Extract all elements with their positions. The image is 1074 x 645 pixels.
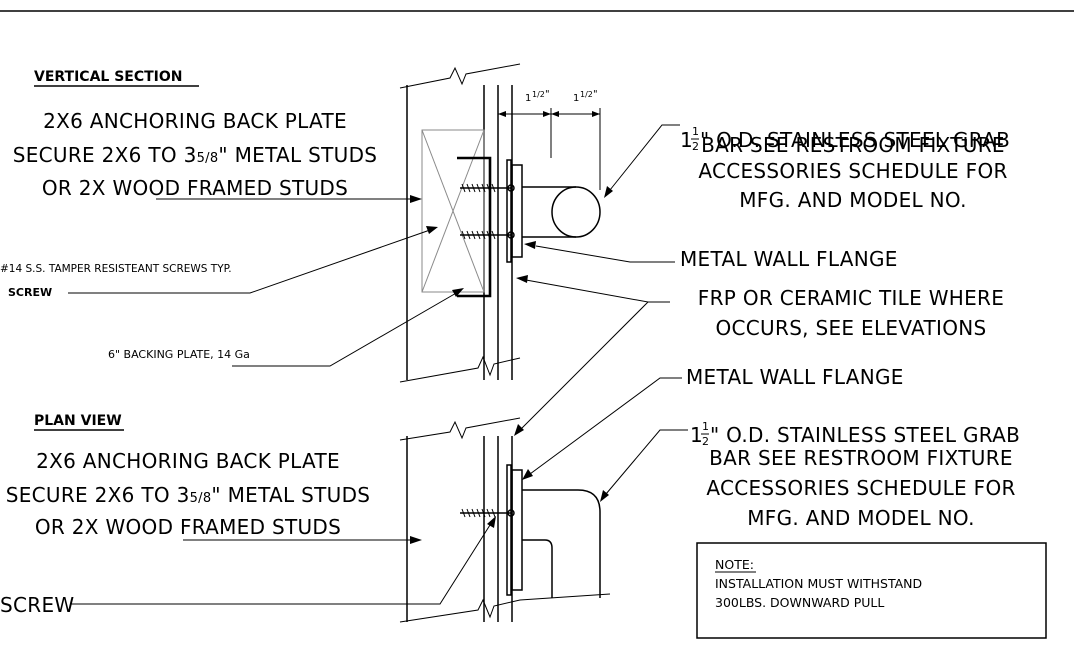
- note-title: NOTE:: [715, 557, 754, 572]
- dim-2-whole: 1: [573, 93, 579, 104]
- dim-1-frac: 1/2: [532, 90, 545, 99]
- pv-flange-label: METAL WALL FLANGE: [686, 365, 904, 389]
- pv-grab-bar-leader: [605, 429, 688, 495]
- plan-screw: [460, 508, 515, 518]
- vertical-grab-bar: [522, 186, 601, 238]
- vertical-screws: [460, 183, 515, 240]
- vertical-dimensions: 1 1/2 " 1 1/2 ": [497, 89, 601, 190]
- pv-grab-bar-text-4: MFG. AND MODEL NO.: [747, 506, 975, 530]
- vs-backplate-line2: SECURE 2X6 TO 35/8" METAL STUDS: [13, 143, 378, 167]
- pv-grab-bar-text-3: ACCESSORIES SCHEDULE FOR: [706, 476, 1015, 500]
- vs-flange-leader: [535, 245, 675, 263]
- vs-frp-leader-top: [525, 279, 670, 303]
- vs-grab-bar-leader: [609, 124, 680, 191]
- vs-flange-label: METAL WALL FLANGE: [680, 247, 898, 271]
- vs-screws-note: #14 S.S. TAMPER RESISTEANT SCREWS TYP.: [0, 263, 232, 275]
- vertical-backing-plate: [457, 156, 492, 298]
- pv-backplate-line1: 2X6 ANCHORING BACK PLATE: [36, 449, 340, 473]
- vertical-wall-flange: [511, 164, 523, 258]
- pv-screw-label: SCREW: [0, 593, 74, 617]
- note-box: NOTE: INSTALLATION MUST WITHSTAND 300LBS…: [696, 542, 1047, 639]
- pv-grab-bar-text-1: " O.D. STAINLESS STEEL GRAB: [710, 423, 1020, 447]
- note-line1: INSTALLATION MUST WITHSTAND: [715, 576, 922, 591]
- vs-grab-bar-text-3: ACCESSORIES SCHEDULE FOR: [698, 159, 1007, 183]
- dim-2-frac: 1/2: [580, 90, 593, 99]
- pv-grab-bar-text-2: BAR SEE RESTROOM FIXTURE: [709, 446, 1013, 470]
- plan-wall-flange: [511, 469, 523, 591]
- vs-screw-leader: [68, 229, 431, 294]
- dim-2-unit: ": [593, 89, 598, 100]
- vs-backplate-line3: OR 2X WOOD FRAMED STUDS: [42, 176, 348, 200]
- vs-backing-leader: [232, 291, 459, 367]
- vs-grab-bar-frac-den: 2: [692, 140, 699, 153]
- pv-grab-bar-frac-den: 2: [702, 435, 709, 448]
- pv-screw-leader: [70, 524, 491, 605]
- plan-view-title: PLAN VIEW: [34, 413, 122, 429]
- vs-frp-line1: FRP OR CERAMIC TILE WHERE: [698, 286, 1004, 310]
- vertical-2x6-block: [421, 129, 485, 293]
- vs-grab-bar-text-2: BAR SEE RESTROOM FIXTURE: [701, 133, 1005, 157]
- vs-backplate-line1: 2X6 ANCHORING BACK PLATE: [43, 109, 347, 133]
- pv-backplate-line2: SECURE 2X6 TO 35/8" METAL STUDS: [6, 483, 371, 507]
- plan-view: PLAN VIEW 2X6 ANCHORING BACK PLATE SECUR…: [0, 365, 1047, 639]
- vs-backing-plate-label: 6" BACKING PLATE, 14 Ga: [108, 348, 250, 361]
- vertical-section-title: VERTICAL SECTION: [34, 69, 183, 85]
- vertical-section: VERTICAL SECTION: [0, 63, 1010, 436]
- vs-grab-bar-line1: 1: [680, 128, 693, 152]
- pv-grab-bar-frac-num: 1: [702, 420, 709, 433]
- vs-frp-line2: OCCURS, SEE ELEVATIONS: [715, 316, 986, 340]
- vs-screw-label: SCREW: [8, 286, 52, 299]
- vs-grab-bar-frac-num: 1: [692, 125, 699, 138]
- dim-1-unit: ": [545, 89, 550, 100]
- pv-flange-leader: [529, 377, 682, 475]
- dim-1-whole: 1: [525, 93, 531, 104]
- pv-backplate-line3: OR 2X WOOD FRAMED STUDS: [35, 515, 341, 539]
- vs-grab-bar-text-4: MFG. AND MODEL NO.: [739, 188, 967, 212]
- plan-grab-bar: [522, 489, 601, 598]
- vs-grab-bar-text-1: " O.D. STAINLESS STEEL GRAB: [700, 128, 1010, 152]
- note-line2: 300LBS. DOWNWARD PULL: [715, 595, 884, 610]
- pv-grab-bar-line1: 1: [690, 423, 703, 447]
- vs-frp-leader-bottom: [519, 301, 649, 431]
